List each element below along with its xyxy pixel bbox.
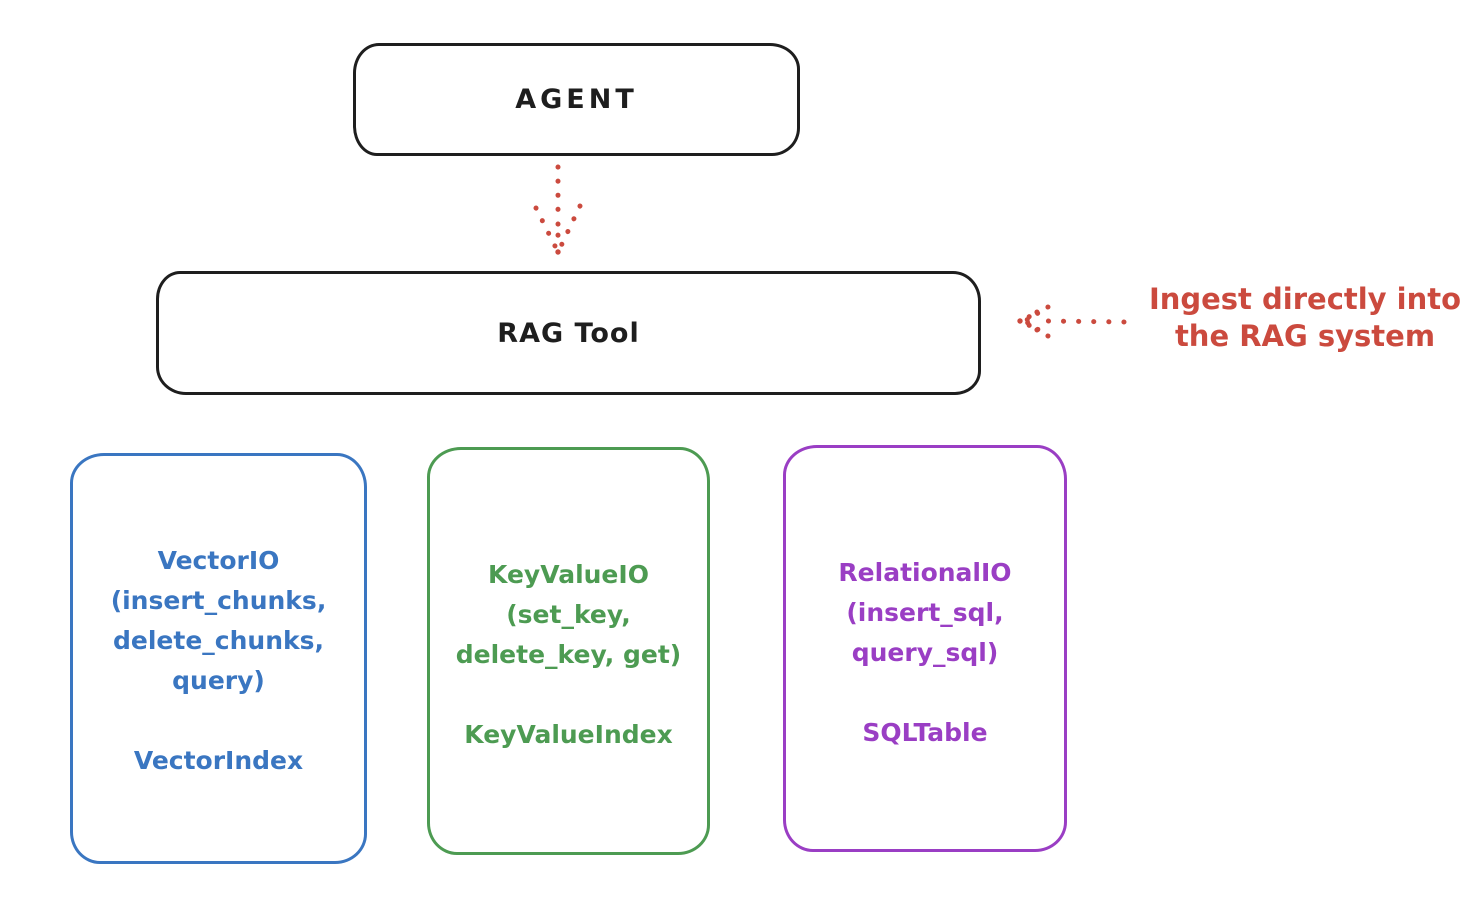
vector-io-label: VectorIO (insert_chunks, delete_chunks, … [110,546,327,695]
storage-box-relational-io: RelationalIO (insert_sql, query_sql) SQL… [783,445,1067,852]
agent-node: AGENT [353,43,800,156]
sql-table-label: SQLTable [862,718,988,747]
rag-tool-label: RAG Tool [497,317,640,349]
storage-box-vector-io: VectorIO (insert_chunks, delete_chunks, … [70,453,367,864]
dotted-arrow-left-icon [1017,304,1127,339]
storage-box-keyvalue-io: KeyValueIO (set_key, delete_key, get) Ke… [427,447,710,855]
rag-tool-node: RAG Tool [156,271,981,395]
keyvalue-io-label: KeyValueIO (set_key, delete_key, get) [455,560,682,669]
agent-label: AGENT [515,84,638,115]
ingest-annotation: Ingest directly into the RAG system [1148,282,1462,353]
dotted-arrow-down-icon [533,164,583,255]
keyvalue-index-label: KeyValueIndex [464,720,673,749]
relational-io-label: RelationalIO (insert_sql, query_sql) [838,558,1012,667]
vector-index-label: VectorIndex [133,746,304,775]
